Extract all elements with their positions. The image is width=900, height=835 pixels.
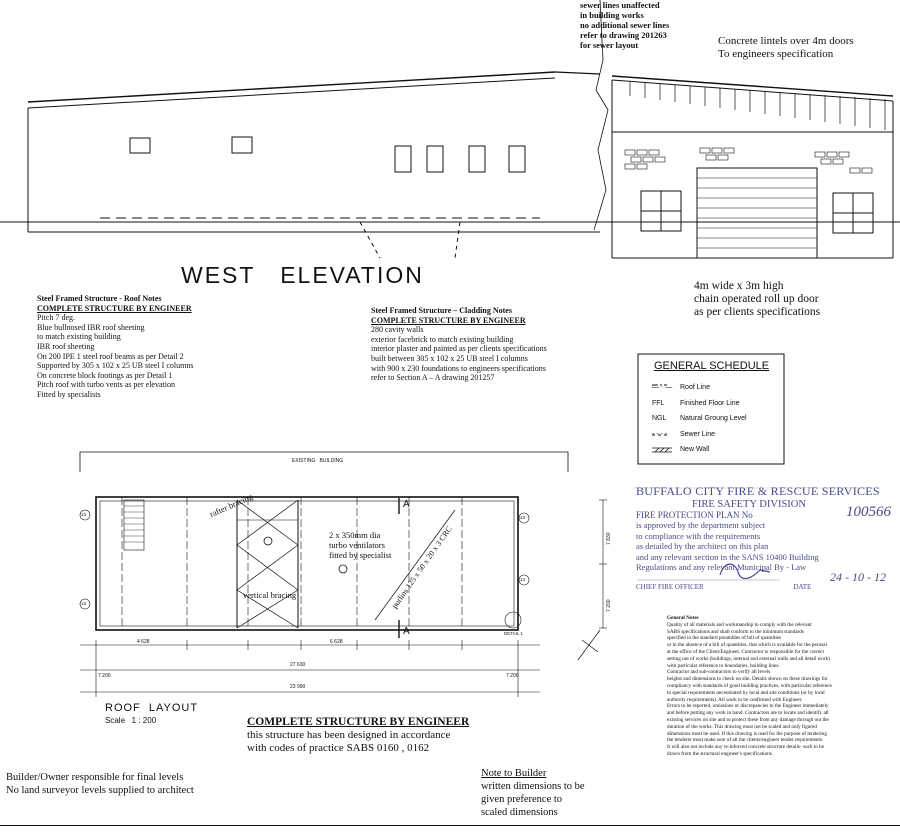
grid-bubble-label: 13 <box>81 601 87 606</box>
fire-stamp-border <box>633 487 880 581</box>
stamp-plan-row: FIRE PROTECTION PLAN No 100566 <box>636 504 891 520</box>
note-to-builder-body: written dimensions to be given preferenc… <box>481 781 585 818</box>
fire-stamp: BUFFALO CITY FIRE & RESCUE SERVICES FIRE… <box>636 484 891 591</box>
stamp-line3: FIRE PROTECTION PLAN No <box>636 510 753 520</box>
dim-left-label: 7 200 <box>98 673 111 679</box>
turbo-vent-label: 2 x 350mm dia turbo ventilators fitted b… <box>329 530 392 560</box>
stamp-line1: BUFFALO CITY FIRE & RESCUE SERVICES <box>636 484 880 498</box>
builder-note: Builder/Owner responsible for final leve… <box>6 772 194 796</box>
roof-notes-heading: Steel Framed Structure - Roof Notes <box>37 294 162 303</box>
general-schedule-box <box>637 353 785 465</box>
roof-layout-scale: Scale 1 : 200 <box>105 716 157 725</box>
schedule-label: Sewer Line <box>680 430 716 438</box>
schedule-list: — · — Roof Line FFL Finished Floor Line NG… <box>652 380 747 458</box>
roof-layout-plan <box>79 451 607 697</box>
complete-structure-block: COMPLETE STRUCTURE BY ENGINEER this stru… <box>247 716 469 755</box>
schedule-item: — · — Roof Line <box>652 380 747 396</box>
schedule-item: ∕∕∕New Wall <box>652 442 747 458</box>
roof-notes: Steel Framed Structure - Roof Notes COMP… <box>37 294 193 400</box>
schedule-label: New Wall <box>680 446 710 453</box>
stamp-date-label: DATE <box>793 582 812 591</box>
dim-seg2-label: 6 628 <box>330 639 343 645</box>
general-notes-heading: General Notes <box>667 615 699 621</box>
grid-bubble-label: 13 <box>81 512 87 517</box>
schedule-key: ∕∕∕ <box>652 442 680 458</box>
vertical-bracing-label: vertical bracing <box>243 590 297 600</box>
dim-seg-label: 4 628 <box>137 639 150 645</box>
grid-bubble-label: 13 <box>520 515 526 520</box>
dim-total-label: 27 630 <box>290 662 306 668</box>
lintel-note: Concrete lintels over 4m doors To engine… <box>718 35 854 60</box>
schedule-item: FFL Finished Floor Line <box>652 396 747 412</box>
stamp-footer-row: CHIEF FIRE OFFICER DATE <box>636 583 880 591</box>
schedule-item: - - - - Sewer Line <box>652 427 747 443</box>
schedule-label: Natural Groung Level <box>680 415 747 422</box>
schedule-item: NGL Natural Groung Level <box>652 411 747 427</box>
stamp-chief: CHIEF FIRE OFFICER <box>636 582 704 591</box>
section-a-bottom: A <box>403 626 410 637</box>
cladding-notes-subheading: COMPLETE STRUCTURE BY ENGINEER <box>371 315 526 325</box>
schedule-key: - - - - <box>652 430 668 438</box>
cladding-notes-heading: Steel Framed Structure – Cladding Notes <box>371 306 512 315</box>
west-elevation-title: WEST ELEVATION <box>181 262 424 288</box>
dim-right-label: 7 200 <box>506 673 519 679</box>
complete-structure-body: this structure has been designed in acco… <box>247 729 451 754</box>
roof-notes-subheading: COMPLETE STRUCTURE BY ENGINEER <box>37 303 192 313</box>
sheet-bottom-border <box>0 825 900 826</box>
roof-layout-title: ROOF LAYOUT <box>105 702 199 714</box>
schedule-key: NGL <box>652 415 667 422</box>
west-elevation-drawing <box>0 0 900 259</box>
stamp-body: is approved by the department subject to… <box>636 520 819 572</box>
general-notes-body: Quality of all materials and workmanship… <box>667 621 832 757</box>
dim-total2-label: 23 990 <box>290 684 306 690</box>
stamp-number: 100566 <box>846 504 891 520</box>
complete-structure-heading: COMPLETE STRUCTURE BY ENGINEER <box>247 716 470 728</box>
roof-notes-body: Pitch 7 deg. Blue bullnosed IBR roof she… <box>37 313 194 399</box>
grid-bubble-label: 13 <box>520 577 526 582</box>
schedule-title: GENERAL SCHEDULE <box>654 360 770 372</box>
note-to-builder: Note to Builder written dimensions to be… <box>481 767 585 819</box>
sewer-note: sewer lines unaffected in building works… <box>580 0 670 50</box>
stamp-line2: FIRE SAFETY DIVISION <box>692 499 806 510</box>
section-a-top: A <box>403 499 410 510</box>
existing-building-label: EXISTING BUILDING <box>292 458 344 464</box>
door-note: 4m wide x 3m high chain operated roll up… <box>694 280 821 318</box>
schedule-label: Finished Floor Line <box>680 399 740 407</box>
schedule-key: FFL <box>652 399 665 407</box>
side-dim2-label: 7 200 <box>606 599 612 612</box>
note-to-builder-heading: Note to Builder <box>481 768 547 779</box>
side-dim1-label: 7 830 <box>606 532 612 545</box>
schedule-key: — · — <box>652 384 673 391</box>
schedule-label: Roof Line <box>680 384 710 391</box>
stamp-date: 24 - 10 - 12 <box>830 570 886 584</box>
general-notes: General Notes Quality of all materials a… <box>667 615 892 758</box>
signature-mark <box>719 563 771 580</box>
cladding-notes-body: 280 cavity walls exterior facebrick to m… <box>371 325 547 383</box>
detail-label: DETAIL 1 <box>504 631 524 636</box>
cladding-notes: Steel Framed Structure – Cladding Notes … <box>371 306 547 383</box>
